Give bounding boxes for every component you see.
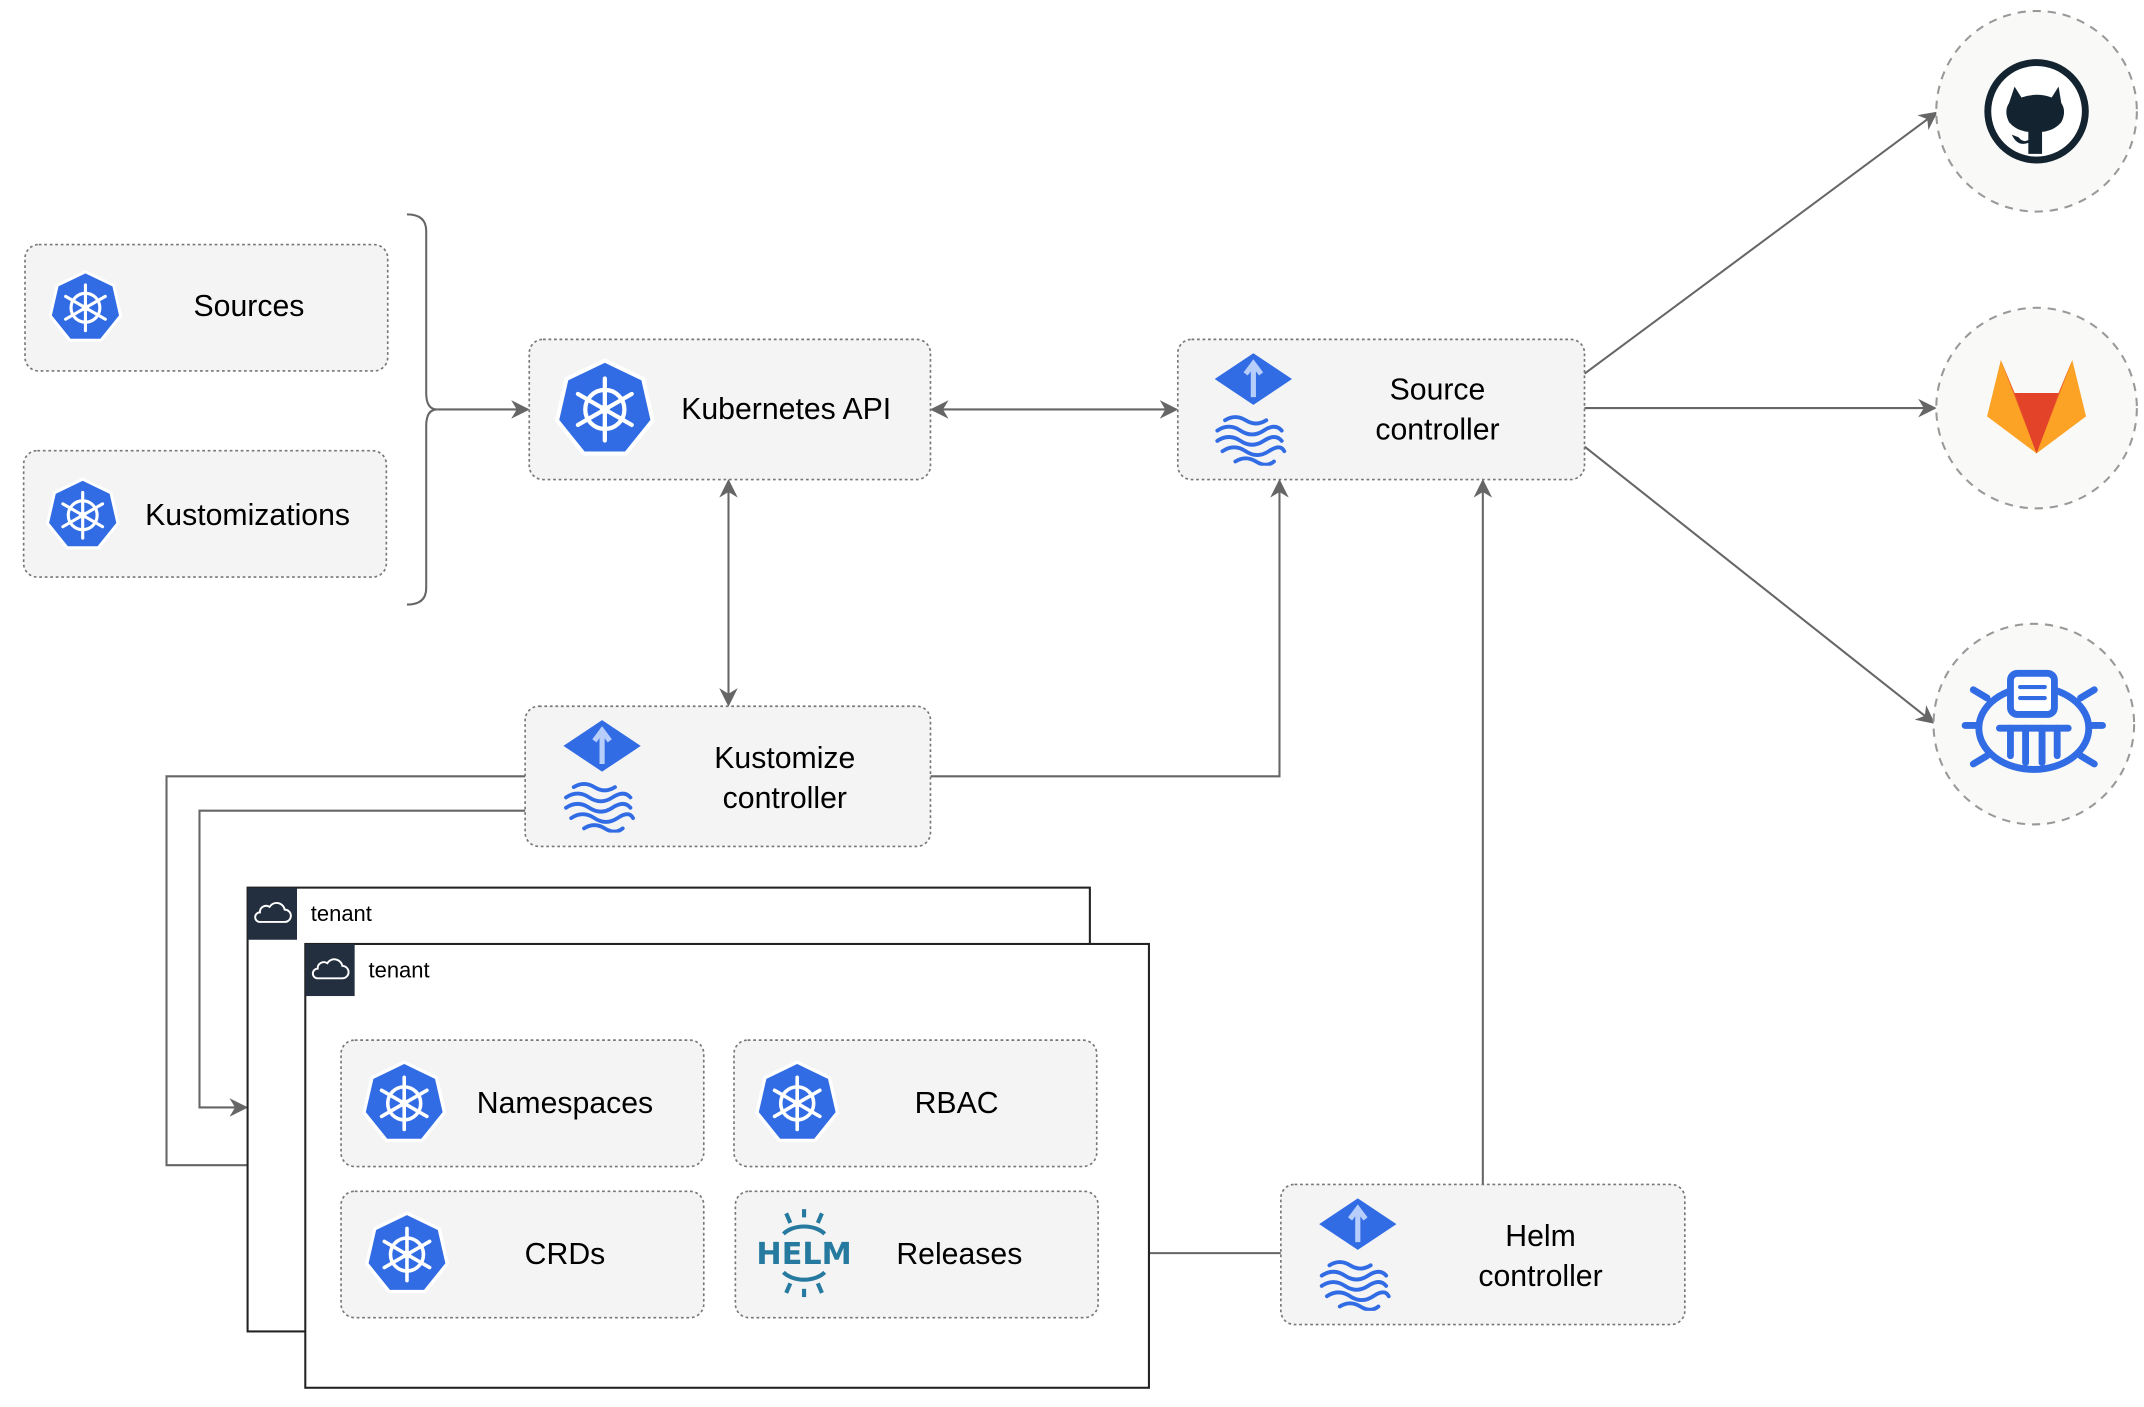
kustomize-controller-label-line1: Kustomize <box>714 742 855 775</box>
releases-label: Releases <box>896 1238 1022 1271</box>
kubernetes-api-label: Kubernetes API <box>681 393 891 426</box>
helm-logo-text: HELM <box>756 1237 851 1272</box>
helm-controller-node[interactable]: Helm controller <box>1280 1183 1686 1326</box>
kustomize-controller-label-line2: controller <box>723 782 847 815</box>
kustomizations-node[interactable]: Kustomizations <box>22 449 388 578</box>
rbac-label: RBAC <box>915 1087 999 1120</box>
kubernetes-api-node[interactable]: Kubernetes API <box>528 338 932 481</box>
namespaces-label: Namespaces <box>477 1087 653 1120</box>
kubernetes-icon <box>557 361 653 454</box>
bucket-source[interactable] <box>1932 622 2136 826</box>
gitlab-icon <box>1987 359 2087 454</box>
github-source[interactable] <box>1935 9 2138 213</box>
brace-connector <box>406 213 438 606</box>
releases-node[interactable]: HELM Releases <box>734 1190 1099 1319</box>
source-controller-label-line2: controller <box>1375 414 1499 447</box>
kubernetes-icon <box>364 1211 450 1294</box>
bucket-icon <box>1961 669 2106 773</box>
edge-kustomize-tenant-2 <box>165 775 526 1175</box>
tenant-label: tenant <box>369 958 430 983</box>
kubernetes-icon <box>48 270 123 342</box>
edge-kustomize-source <box>930 479 1289 778</box>
crds-label: CRDs <box>525 1238 606 1271</box>
edge-kustomize-tenant-1 <box>198 809 526 1117</box>
namespaces-node[interactable]: Namespaces <box>340 1039 705 1168</box>
source-controller-node[interactable]: Source controller <box>1176 338 1586 481</box>
helm-controller-label-line1: Helm <box>1505 1220 1576 1253</box>
helm-controller-label-line2: controller <box>1478 1260 1602 1293</box>
github-icon <box>1984 59 2089 164</box>
kustomize-controller-node[interactable]: Kustomize controller <box>524 705 932 848</box>
crds-node[interactable]: CRDs <box>340 1190 705 1319</box>
gitlab-source[interactable] <box>1935 306 2138 510</box>
kustomizations-label: Kustomizations <box>145 499 350 532</box>
helm-icon: HELM <box>756 1209 852 1298</box>
sources-label: Sources <box>194 290 305 323</box>
edge-source-github <box>1583 111 1938 375</box>
kubernetes-icon <box>45 477 120 550</box>
source-controller-label-line1: Source <box>1390 374 1486 407</box>
rbac-node[interactable]: RBAC <box>733 1039 1098 1168</box>
cloud-icon <box>305 943 355 997</box>
kubernetes-icon <box>755 1060 840 1143</box>
sources-node[interactable]: Sources <box>24 243 389 372</box>
kubernetes-icon <box>362 1060 447 1143</box>
cloud-icon <box>247 887 298 940</box>
edge-source-bucket <box>1583 445 1935 724</box>
tenant-label: tenant <box>311 901 372 926</box>
